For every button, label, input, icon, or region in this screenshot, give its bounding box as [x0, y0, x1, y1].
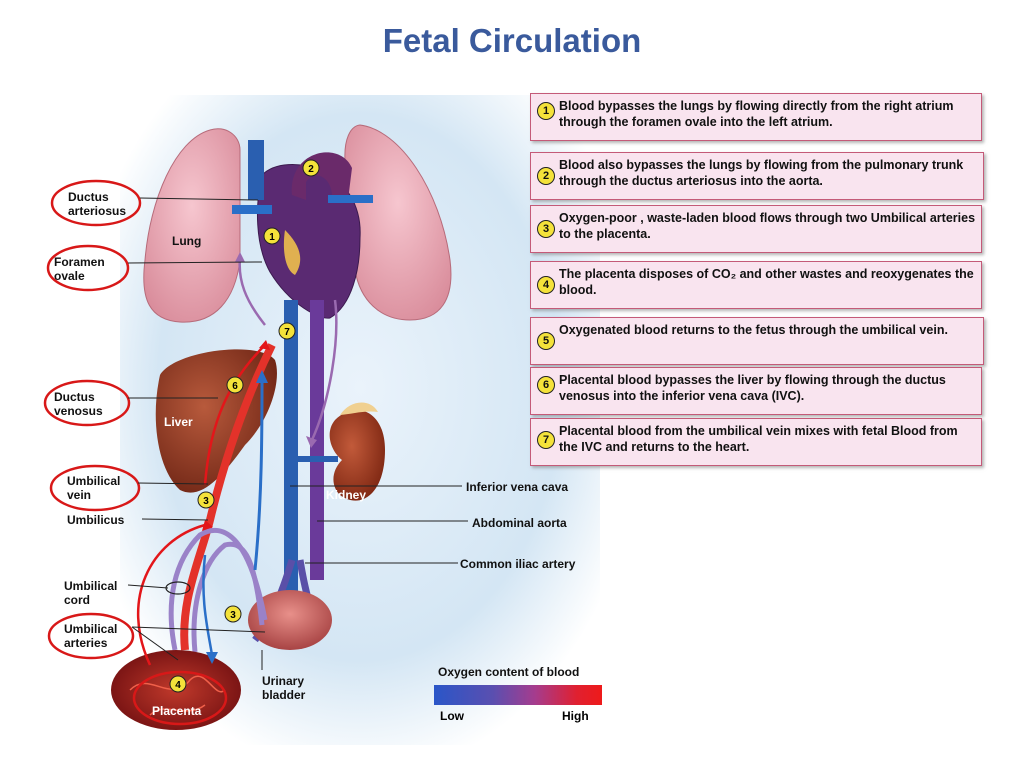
info-box-1-text: Blood bypasses the lungs by flowing dire…: [559, 99, 954, 129]
purple-flow-arrow-left: [238, 257, 266, 326]
renal-vein: [298, 456, 338, 462]
blue-flow-arrowhead-down: [206, 652, 218, 664]
leader-umbilical-cord: [127, 584, 169, 589]
highlight-oval-umbilical-arteries: [47, 612, 135, 660]
info-box-3: 3 Oxygen-poor , waste-laden blood flows …: [530, 205, 982, 253]
label-urinary-bladder: Urinary bladder: [262, 674, 306, 702]
placenta-vessels: [129, 675, 226, 716]
pulmonary-vessels-left: [232, 205, 272, 214]
umbilical-artery-2: [191, 541, 265, 653]
leader-umbilicus: [141, 518, 209, 521]
info-box-4: 4 The placenta disposes of CO₂ and other…: [530, 261, 982, 309]
label-ductus-arteriosus: Ductus arteriosus: [68, 190, 127, 218]
urinary-bladder: [248, 590, 332, 650]
red-flow-arrowhead-left: [202, 520, 213, 531]
leader-foramen-ovale: [127, 261, 263, 264]
info-box-7: 7 Placental blood from the umbilical vei…: [530, 418, 982, 466]
info-box-2-text: Blood also bypasses the lungs by flowing…: [559, 158, 964, 188]
label-lung: Lung: [172, 234, 202, 248]
info-box-3-number: 3: [537, 220, 555, 238]
info-box-5-text: Oxygenated blood returns to the fetus th…: [559, 323, 948, 337]
info-box-7-number: 7: [537, 431, 555, 449]
page-title: Fetal Circulation: [382, 22, 642, 59]
info-box-1-number: 1: [537, 102, 555, 120]
marker-3a-badge: [197, 491, 215, 509]
legend-title: Oxygen content of blood: [438, 665, 580, 679]
oxygen-gradient-bar: [434, 685, 602, 705]
leader-umbilical-arteries-2: [131, 626, 266, 633]
info-box-5-number: 5: [537, 332, 555, 350]
blue-flow-arrow-down: [202, 554, 214, 656]
red-flow-arrow-up: [203, 344, 266, 486]
marker-4-text: 4: [175, 680, 181, 691]
info-box-2: 2 Blood also bypasses the lungs by flowi…: [530, 152, 984, 200]
highlight-oval-foramen-ovale: [46, 244, 130, 292]
legend-high-label: High: [562, 709, 589, 723]
marker-1-badge: [263, 227, 281, 245]
marker-6-badge: [226, 376, 244, 394]
blue-flow-arrow-up: [253, 379, 264, 571]
kidney: [329, 410, 385, 501]
info-box-6-number: 6: [537, 376, 555, 394]
info-box-6-text: Placental blood bypasses the liver by fl…: [559, 373, 946, 403]
label-common-iliac-artery: Common iliac artery: [460, 557, 576, 571]
fat-tissue: [283, 230, 301, 275]
marker-7-text: 7: [284, 327, 290, 338]
label-umbilical-vein: Umbilical vein: [67, 474, 121, 502]
purple-flow-arrowhead-left: [235, 252, 245, 262]
marker-3a-text: 3: [203, 496, 209, 507]
pulmonary-vessels-right: [328, 195, 373, 203]
umbilical-vein-vessel: [180, 343, 276, 651]
marker-3b-text: 3: [230, 610, 236, 621]
info-box-3-text: Oxygen-poor , waste-laden blood flows th…: [559, 211, 976, 241]
info-box-1: 1 Blood bypasses the lungs by flowing di…: [530, 93, 982, 141]
legend-low-label: Low: [440, 709, 464, 723]
superior-vena-cava: [248, 140, 264, 200]
adrenal-gland: [340, 402, 378, 415]
label-umbilical-cord: Umbilical cord: [64, 579, 118, 607]
marker-2-text: 2: [308, 164, 314, 175]
highlight-oval-umbilical-vein: [49, 464, 141, 512]
label-placenta: Placenta: [152, 704, 202, 718]
red-flow-arrowhead-up: [259, 340, 270, 350]
marker-2-badge: [302, 159, 320, 177]
label-kidney: Kidney: [326, 488, 367, 502]
marker-7-badge: [278, 322, 296, 340]
info-box-2-number: 2: [537, 167, 555, 185]
marker-3b-badge: [224, 605, 242, 623]
highlight-oval-ductus-arteriosus: [50, 179, 142, 227]
label-umbilicus: Umbilicus: [67, 513, 125, 527]
highlight-oval-ductus-venosus: [43, 379, 131, 427]
label-abdominal-aorta: Abdominal aorta: [472, 516, 567, 530]
blue-flow-arrowhead-up: [256, 370, 268, 383]
marker-1-text: 1: [269, 232, 275, 243]
leader-ductus-arteriosus: [139, 197, 259, 201]
inferior-vena-cava-vessel: [284, 300, 298, 600]
label-liver: Liver: [164, 415, 193, 429]
left-lung: [143, 128, 241, 323]
label-inferior-vena-cava: Inferior vena cava: [466, 480, 569, 494]
leader-umbilical-vein: [137, 482, 209, 485]
right-lung: [344, 124, 452, 321]
info-box-5: 5 Oxygenated blood returns to the fetus …: [530, 317, 984, 365]
purple-flow-arrowhead-down: [306, 436, 317, 448]
marker-4-badge: [169, 675, 187, 693]
purple-flow-arrow-right: [310, 299, 338, 441]
marker-6-text: 6: [232, 381, 238, 392]
leader-umbilical-arteries-1: [131, 626, 179, 661]
label-foramen-ovale: Foramen ovale: [54, 255, 105, 283]
label-ductus-venosus: Ductus venosus: [54, 390, 103, 418]
info-box-6: 6 Placental blood bypasses the liver by …: [530, 367, 982, 415]
label-umbilical-arteries: Umbilical arteries: [64, 622, 118, 650]
info-box-7-text: Placental blood from the umbilical vein …: [559, 424, 958, 454]
info-box-4-number: 4: [537, 276, 555, 294]
red-flow-arrow-left: [136, 523, 206, 666]
highlight-oval-placenta: [132, 670, 228, 726]
info-box-4-text: The placenta disposes of CO₂ and other w…: [559, 267, 974, 297]
